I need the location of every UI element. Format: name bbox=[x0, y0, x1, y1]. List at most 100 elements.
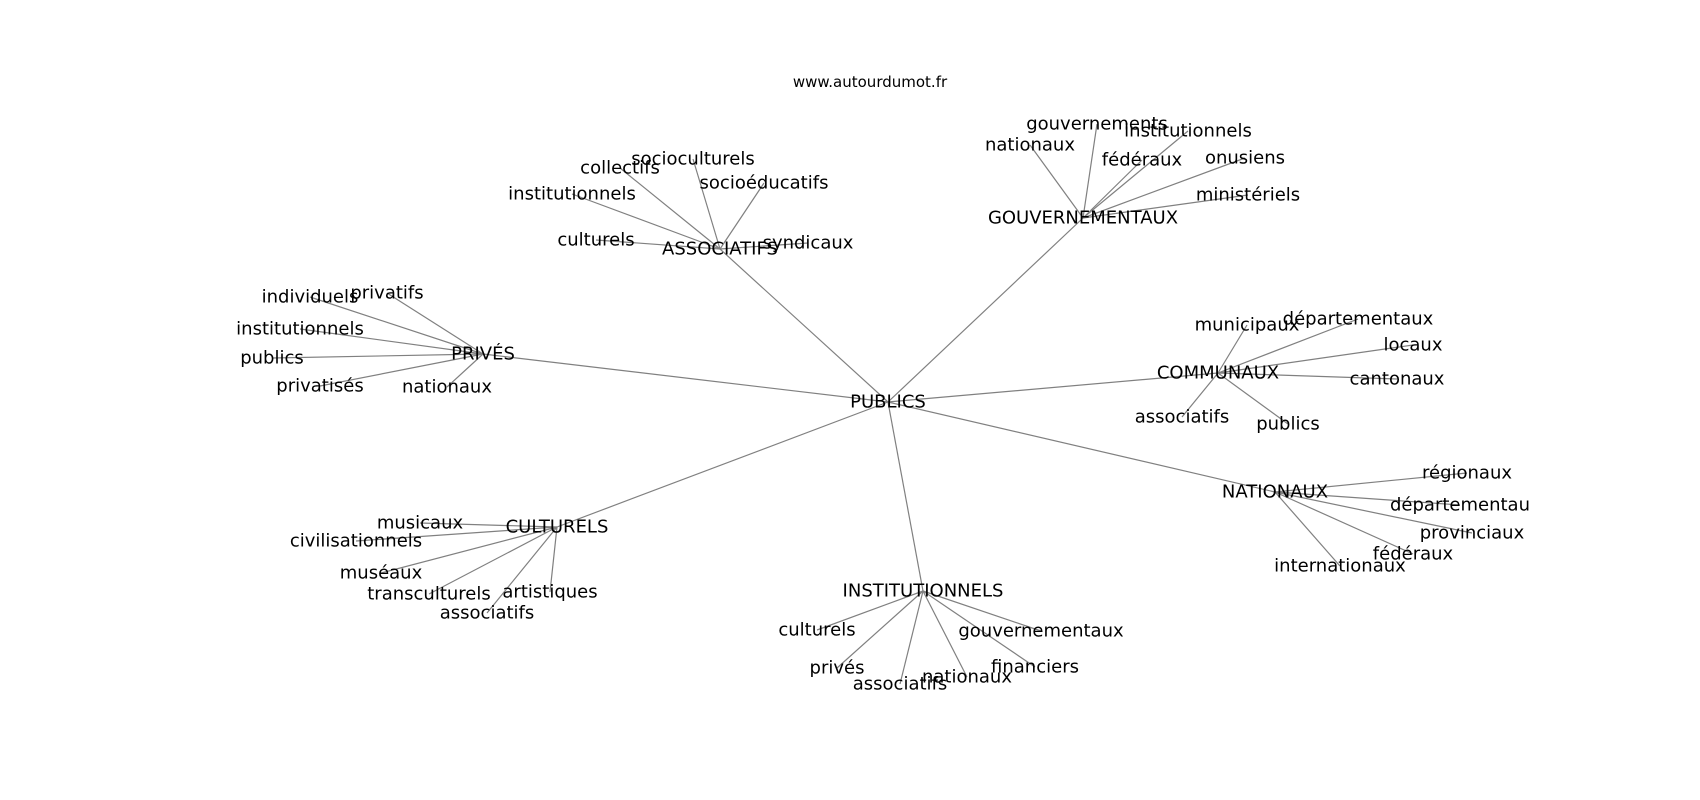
edge-center-to-gouv bbox=[887, 217, 1084, 403]
node-label-asso-6: syndicaux bbox=[763, 233, 854, 254]
node-label-prive-3: institutionnels bbox=[236, 319, 364, 340]
node-label-inst-5: financiers bbox=[991, 657, 1079, 678]
node-label-cult-5: artistiques bbox=[502, 582, 597, 603]
node-label-gouv-6: ministériels bbox=[1196, 185, 1300, 206]
edge-inst-to-inst-6 bbox=[922, 590, 1042, 632]
edge-prive-to-prive-1 bbox=[309, 296, 484, 355]
edge-gouv-to-gouv-1 bbox=[1082, 123, 1098, 219]
edge-nat-to-nat-4 bbox=[1274, 491, 1414, 555]
node-label-prive: PRIVÉS bbox=[451, 343, 515, 365]
edge-cult-to-cult-4 bbox=[428, 526, 558, 595]
edge-prive-to-prive-3 bbox=[299, 328, 484, 355]
edge-prive-to-prive-4 bbox=[271, 353, 484, 359]
edge-nat-to-nat-1 bbox=[1274, 472, 1468, 493]
node-label-comm: COMMUNAUX bbox=[1157, 363, 1279, 384]
edge-inst-to-inst-1 bbox=[816, 590, 924, 631]
edge-gouv-to-gouv-4 bbox=[1082, 159, 1143, 219]
edge-center-to-asso bbox=[719, 248, 889, 403]
node-label-inst: INSTITUTIONNELS bbox=[843, 581, 1004, 602]
node-label-comm-5: associatifs bbox=[1135, 407, 1230, 428]
edge-inst-to-inst-5 bbox=[922, 590, 1036, 668]
edge-nat-to-nat-5 bbox=[1274, 491, 1341, 567]
node-label-cult-4: transculturels bbox=[367, 584, 491, 605]
node-label-cult: CULTURELS bbox=[506, 517, 609, 538]
graph-edges bbox=[271, 123, 1473, 685]
node-label-nat: NATIONAUX bbox=[1222, 482, 1328, 503]
edge-gouv-to-gouv-2 bbox=[1029, 144, 1084, 219]
edge-cult-to-cult-6 bbox=[486, 526, 558, 614]
edge-comm-to-comm-3 bbox=[1217, 344, 1414, 374]
node-label-comm-1: municipaux bbox=[1195, 315, 1300, 336]
node-label-prive-1: individuels bbox=[262, 287, 359, 308]
edge-asso-to-asso-6 bbox=[719, 242, 809, 250]
node-label-gouv-3: institutionnels bbox=[1124, 121, 1252, 142]
node-label-cult-3: muséaux bbox=[340, 563, 423, 584]
node-label-cult-6: associatifs bbox=[440, 603, 535, 624]
node-label-comm-3: locaux bbox=[1383, 335, 1442, 356]
edge-prive-to-prive-2 bbox=[386, 292, 484, 355]
edge-asso-to-asso-5 bbox=[595, 239, 721, 250]
graph-node-labels: PUBLICSGOUVERNEMENTAUXgouvernementsnatio… bbox=[236, 114, 1530, 695]
edge-gouv-to-gouv-3 bbox=[1082, 130, 1189, 219]
node-label-nat-5: internationaux bbox=[1274, 556, 1406, 577]
node-label-asso-3: socioéducatifs bbox=[700, 173, 829, 194]
node-label-center: PUBLICS bbox=[850, 392, 926, 413]
node-label-comm-4: cantonaux bbox=[1350, 369, 1445, 390]
edge-comm-to-comm-2 bbox=[1217, 318, 1359, 374]
site-watermark: www.autourdumot.fr bbox=[793, 73, 948, 91]
edge-cult-to-cult-1 bbox=[419, 522, 558, 528]
edge-inst-to-inst-2 bbox=[836, 590, 924, 669]
node-label-nat-3: provinciaux bbox=[1420, 523, 1525, 544]
edge-center-to-prive bbox=[482, 353, 889, 403]
edge-comm-to-comm-1 bbox=[1217, 324, 1248, 374]
node-label-asso-4: institutionnels bbox=[508, 184, 636, 205]
node-label-gouv-4: fédéraux bbox=[1102, 150, 1183, 171]
node-label-inst-4: nationaux bbox=[922, 667, 1012, 688]
edge-asso-to-asso-2 bbox=[619, 167, 721, 250]
edge-inst-to-inst-3 bbox=[899, 590, 924, 685]
node-label-cult-1: musicaux bbox=[377, 513, 464, 534]
edge-center-to-inst bbox=[887, 401, 924, 592]
node-label-nat-4: fédéraux bbox=[1373, 544, 1454, 565]
edge-comm-to-comm-5 bbox=[1181, 372, 1219, 418]
edge-nat-to-nat-2 bbox=[1274, 491, 1461, 506]
node-label-comm-2: départementaux bbox=[1283, 309, 1434, 330]
node-label-nat-1: régionaux bbox=[1422, 463, 1512, 484]
edge-prive-to-prive-6 bbox=[446, 353, 484, 388]
node-label-asso-5: culturels bbox=[557, 230, 634, 251]
edge-asso-to-asso-4 bbox=[571, 193, 721, 250]
node-label-inst-1: culturels bbox=[778, 620, 855, 641]
node-label-inst-2: privés bbox=[810, 658, 865, 679]
edge-gouv-to-gouv-6 bbox=[1082, 194, 1249, 219]
edge-cult-to-cult-2 bbox=[355, 526, 558, 542]
node-label-gouv-1: gouvernements bbox=[1026, 114, 1168, 135]
edge-gouv-to-gouv-5 bbox=[1082, 157, 1246, 219]
edge-cult-to-cult-3 bbox=[380, 526, 558, 574]
node-label-asso: ASSOCIATIFS bbox=[662, 239, 778, 260]
node-label-inst-6: gouvernementaux bbox=[958, 621, 1124, 642]
node-label-asso-1: socioculturels bbox=[631, 149, 755, 170]
edge-asso-to-asso-1 bbox=[692, 158, 721, 250]
edge-prive-to-prive-5 bbox=[319, 353, 484, 387]
edge-center-to-comm bbox=[887, 372, 1219, 403]
node-label-asso-2: collectifs bbox=[580, 158, 660, 179]
node-label-comm-6: publics bbox=[1256, 414, 1320, 435]
node-label-prive-5: privatisés bbox=[276, 376, 363, 397]
node-label-gouv-2: nationaux bbox=[985, 135, 1075, 156]
node-label-nat-2: départementau bbox=[1390, 495, 1530, 516]
edge-nat-to-nat-3 bbox=[1274, 491, 1473, 534]
edge-comm-to-comm-6 bbox=[1217, 372, 1289, 425]
node-label-prive-6: nationaux bbox=[402, 377, 492, 398]
node-label-inst-3: associatifs bbox=[853, 674, 948, 695]
edge-inst-to-inst-4 bbox=[922, 590, 968, 678]
node-label-prive-2: privatifs bbox=[350, 283, 423, 304]
edge-center-to-nat bbox=[887, 401, 1276, 493]
node-label-gouv-5: onusiens bbox=[1205, 148, 1285, 169]
node-label-gouv: GOUVERNEMENTAUX bbox=[988, 208, 1178, 229]
edge-center-to-cult bbox=[556, 401, 889, 528]
edge-cult-to-cult-5 bbox=[549, 526, 558, 593]
edge-comm-to-comm-4 bbox=[1217, 372, 1398, 380]
node-label-prive-4: publics bbox=[240, 348, 304, 369]
edge-asso-to-asso-3 bbox=[719, 182, 765, 250]
